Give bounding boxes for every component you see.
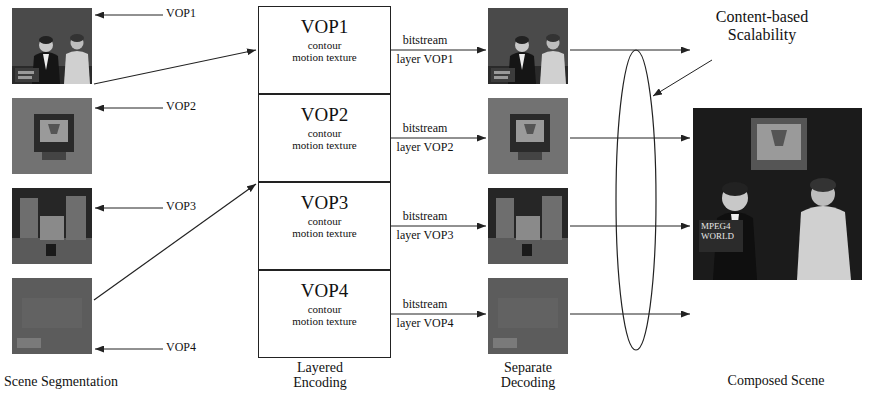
vop-label: VOP4 bbox=[166, 341, 196, 354]
vop-component: contour bbox=[259, 304, 390, 316]
scalability-label: Content-based Scalability bbox=[703, 8, 821, 43]
vop-encoder-box: VOP4 contourmotion texture bbox=[258, 270, 391, 358]
bitstream-arrow bbox=[381, 314, 486, 315]
vop-label: VOP3 bbox=[166, 200, 196, 213]
bitstream-arrow bbox=[381, 226, 486, 227]
image-caption: MPEG4 WORLD bbox=[701, 222, 737, 242]
scene-thumbnail bbox=[12, 98, 92, 174]
stage-label: Layered Encoding bbox=[280, 360, 360, 391]
vop-component: contour bbox=[259, 40, 390, 52]
vop-component: contour bbox=[259, 216, 390, 228]
vop-encoder-box: VOP1 contourmotion texture bbox=[258, 6, 391, 94]
bitstream-arrow bbox=[381, 138, 486, 139]
compose-arrow bbox=[570, 226, 690, 227]
vop-component: motion texture bbox=[259, 140, 390, 152]
leader-arrow bbox=[95, 15, 163, 16]
compose-arrow bbox=[570, 314, 690, 315]
bitstream-label: bitstream bbox=[403, 298, 448, 311]
vop-title: VOP3 bbox=[259, 193, 390, 213]
stage-label: Separate Decoding bbox=[488, 360, 568, 391]
vop-title: VOP4 bbox=[259, 281, 390, 301]
bitstream-label: bitstream bbox=[403, 122, 448, 135]
decoded-thumbnail bbox=[488, 278, 568, 354]
leader-arrow bbox=[95, 208, 163, 209]
segment-arrow bbox=[94, 50, 256, 84]
vop-encoder-box: VOP3 contourmotion texture bbox=[258, 182, 391, 270]
vop-encoder-box: VOP2 contourmotion texture bbox=[258, 94, 391, 182]
bitstream-label: bitstream bbox=[403, 210, 448, 223]
vop-component: motion texture bbox=[259, 316, 390, 328]
vop-label: VOP1 bbox=[166, 7, 196, 20]
bitstream-label: layer VOP2 bbox=[397, 141, 454, 154]
stage-label: Composed Scene bbox=[728, 373, 825, 388]
bitstream-label: layer VOP4 bbox=[397, 317, 454, 330]
compose-arrow bbox=[570, 138, 690, 139]
vop-label: VOP2 bbox=[166, 100, 196, 113]
leader-arrow bbox=[95, 349, 163, 350]
compose-arrow bbox=[570, 50, 690, 51]
vop-component: motion texture bbox=[259, 52, 390, 64]
bitstream-label: layer VOP1 bbox=[397, 53, 454, 66]
composed-scene-image bbox=[693, 108, 862, 280]
bitstream-arrow bbox=[381, 50, 486, 51]
segment-arrow bbox=[94, 184, 256, 300]
bitstream-label: layer VOP3 bbox=[397, 229, 454, 242]
decoded-thumbnail bbox=[488, 98, 568, 174]
scene-thumbnail bbox=[12, 8, 92, 84]
decoded-thumbnail bbox=[488, 8, 568, 84]
vop-component: motion texture bbox=[259, 228, 390, 240]
scalability-ellipse bbox=[616, 50, 656, 350]
leader-arrow bbox=[653, 60, 712, 96]
bitstream-label: bitstream bbox=[403, 34, 448, 47]
vop-component: contour bbox=[259, 128, 390, 140]
stage-label: Scene Segmentation bbox=[4, 374, 118, 389]
scene-thumbnail bbox=[12, 188, 92, 264]
vop-title: VOP1 bbox=[259, 17, 390, 37]
leader-arrow bbox=[95, 108, 163, 109]
scene-thumbnail bbox=[12, 278, 92, 354]
decoded-thumbnail bbox=[488, 188, 568, 264]
vop-title: VOP2 bbox=[259, 105, 390, 125]
